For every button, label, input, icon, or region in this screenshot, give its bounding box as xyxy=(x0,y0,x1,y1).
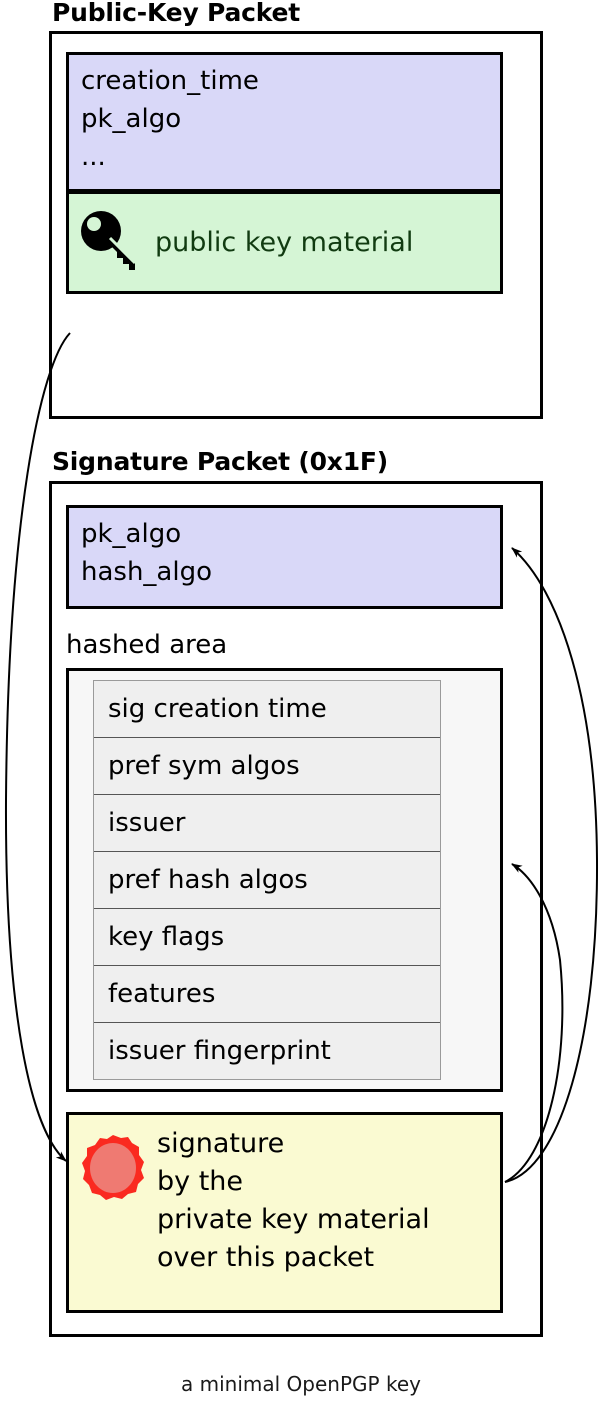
subpacket-label: sig creation time xyxy=(108,694,327,724)
subpacket-row: sig creation time xyxy=(94,681,440,738)
diagram-caption: a minimal OpenPGP key xyxy=(181,1372,421,1396)
key-icon xyxy=(69,206,155,280)
signature-packet-title: Signature Packet (0x1F) xyxy=(52,447,389,476)
public-key-packet-title: Public-Key Packet xyxy=(52,0,301,27)
public-key-meta-fields: creation_time pk_algo ... xyxy=(81,66,259,172)
public-key-material-box: public key material xyxy=(66,191,503,294)
subpacket-label: key flags xyxy=(108,922,225,952)
subpacket-label: features xyxy=(108,979,216,1009)
signature-block-box: signature by the private key material ov… xyxy=(66,1112,503,1313)
subpacket-row: pref hash algos xyxy=(94,852,440,909)
subpacket-row: issuer fingerprint xyxy=(94,1023,440,1080)
subpacket-row: features xyxy=(94,966,440,1023)
subpacket-label: pref sym algos xyxy=(108,751,300,781)
subpacket-label: issuer fingerprint xyxy=(108,1036,331,1066)
hashed-area-box: sig creation time pref sym algos issuer … xyxy=(66,668,503,1092)
subpacket-row: pref sym algos xyxy=(94,738,440,795)
wax-seal-icon xyxy=(69,1115,157,1203)
subpacket-label: pref hash algos xyxy=(108,865,308,895)
subpacket-label: issuer xyxy=(108,808,186,838)
signature-block-text: signature by the private key material ov… xyxy=(157,1128,430,1273)
subpacket-row: key flags xyxy=(94,909,440,966)
public-key-material-label: public key material xyxy=(155,227,414,258)
subpacket-list: sig creation time pref sym algos issuer … xyxy=(93,680,441,1080)
signature-meta-fields: pk_algo hash_algo xyxy=(81,519,213,587)
hashed-area-label: hashed area xyxy=(66,630,228,660)
public-key-meta-box: creation_time pk_algo ... xyxy=(66,52,503,192)
signature-meta-box: pk_algo hash_algo xyxy=(66,505,503,609)
subpacket-row: issuer xyxy=(94,795,440,852)
